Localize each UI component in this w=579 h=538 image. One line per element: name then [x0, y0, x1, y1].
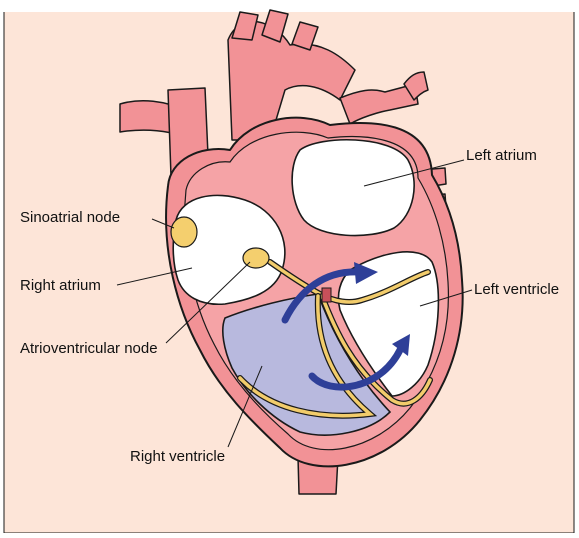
label-sinoatrial-node: Sinoatrial node [20, 209, 120, 226]
sinoatrial-node [171, 217, 197, 247]
label-right-atrium: Right atrium [20, 277, 101, 294]
label-atrioventricular-node: Atrioventricular node [20, 340, 158, 357]
left-atrium-chamber [292, 140, 414, 236]
label-left-atrium: Left atrium [466, 147, 537, 164]
label-right-ventricle: Right ventricle [130, 448, 225, 465]
label-left-ventricle: Left ventricle [474, 281, 559, 298]
